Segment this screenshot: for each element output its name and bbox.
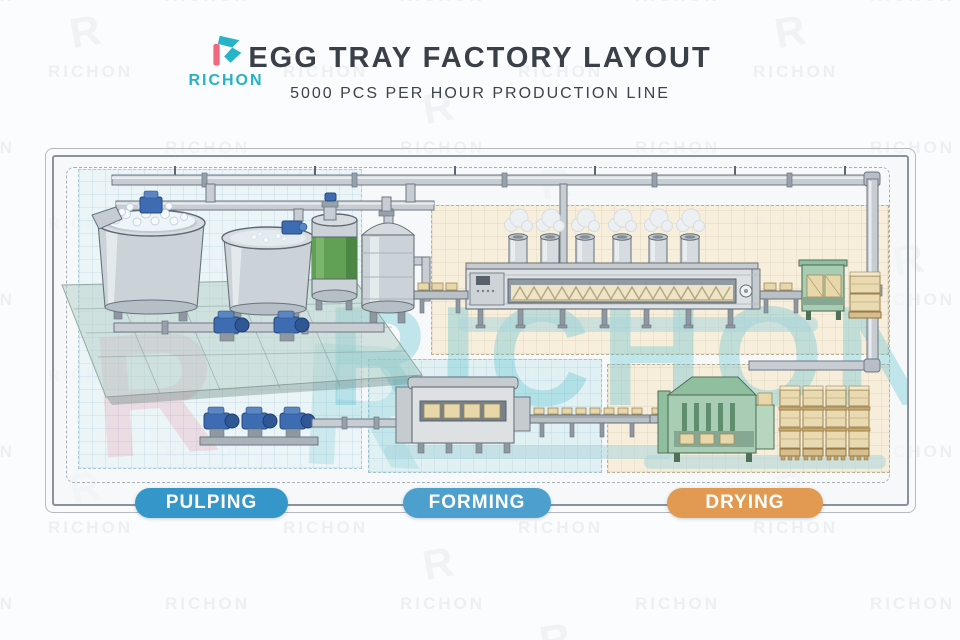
richon-logo-icon bbox=[213, 35, 242, 66]
watermark-tile: RICHON bbox=[0, 290, 16, 309]
watermark-tile: RICHON bbox=[48, 518, 134, 537]
watermark-tile: RICHON bbox=[518, 518, 604, 537]
diagram-canvas: R R RICHON bbox=[52, 155, 909, 506]
header: RICHON EGG TRAY FACTORY LAYOUT 5000 PCS … bbox=[0, 0, 960, 140]
watermark-tile: RICHON bbox=[400, 594, 486, 613]
watermark-tile: RICHON bbox=[165, 594, 251, 613]
oven-outfeed-conveyor bbox=[759, 282, 803, 314]
factory-illustration bbox=[61, 166, 886, 469]
watermark-tile: RICHON bbox=[635, 594, 721, 613]
oven-infeed-conveyor bbox=[413, 282, 469, 314]
watermark-tile: RICHON bbox=[870, 594, 956, 613]
drying-oven bbox=[458, 208, 818, 332]
tray-conveyor bbox=[529, 407, 663, 438]
watermark-tile: RICHON bbox=[753, 518, 839, 537]
mixing-tank bbox=[221, 220, 315, 328]
diagram-frame: R R RICHON bbox=[45, 148, 916, 513]
pulp-storage-tank bbox=[311, 192, 358, 311]
stock-chest-tank bbox=[360, 196, 431, 324]
brand-name: RICHON bbox=[188, 72, 264, 89]
pallet-stacks bbox=[778, 385, 871, 461]
brand-logo: RICHON bbox=[178, 33, 274, 90]
section-label-pulping: PULPING bbox=[135, 488, 288, 518]
watermark-glyph-tile: R bbox=[536, 613, 575, 640]
output-pallet bbox=[848, 271, 882, 319]
section-label-forming: FORMING bbox=[403, 488, 551, 518]
outer-boundary bbox=[66, 167, 890, 483]
watermark-glyph-tile: R bbox=[419, 537, 458, 590]
watermark-tile: RICHON bbox=[0, 442, 16, 461]
watermark-tile: RICHON bbox=[283, 518, 369, 537]
page-subtitle: 5000 PCS PER HOUR PRODUCTION LINE bbox=[290, 85, 670, 102]
slurry-pump-skid bbox=[199, 406, 409, 446]
watermark-tile: RICHON bbox=[0, 594, 16, 613]
page-title: EGG TRAY FACTORY LAYOUT bbox=[248, 42, 712, 74]
section-label-drying: DRYING bbox=[667, 488, 823, 518]
watermark-tile: RICHON bbox=[0, 138, 16, 157]
forming-machine bbox=[384, 376, 674, 459]
transfer-stacker-unit bbox=[798, 259, 848, 320]
pulper-tank bbox=[91, 190, 206, 322]
stacking-machine bbox=[644, 376, 886, 469]
pulp-pump-skid bbox=[113, 310, 385, 342]
